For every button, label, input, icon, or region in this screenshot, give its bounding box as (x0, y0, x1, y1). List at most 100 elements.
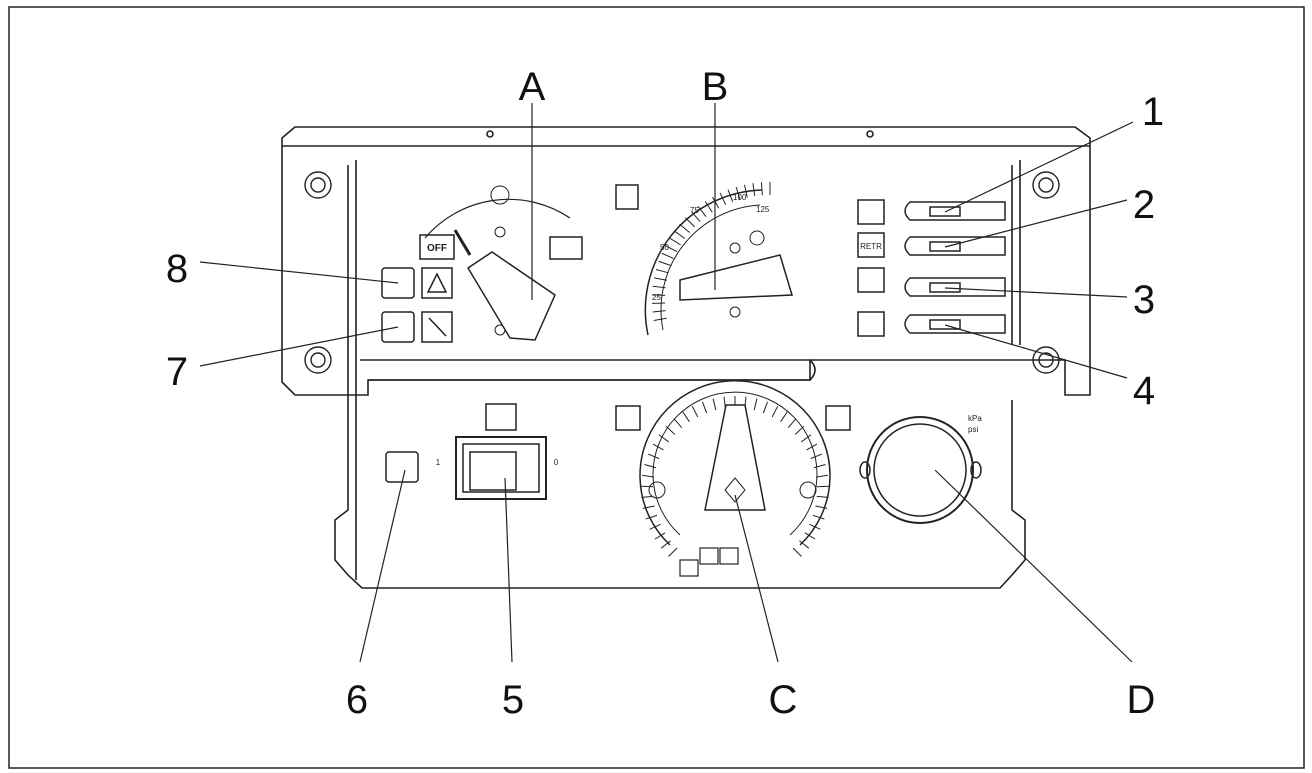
fuel-icon (857, 199, 885, 225)
dial-tick (679, 223, 690, 233)
dial-tick (652, 285, 666, 289)
retr-label: RETR (860, 242, 882, 251)
dial-tick (691, 211, 701, 222)
seat-heat-low-icon (615, 405, 641, 431)
dial-tick (806, 443, 818, 451)
dial-tick (652, 443, 664, 451)
dial-tick (752, 183, 756, 197)
dial-tick (743, 184, 748, 198)
dial-tick (804, 532, 816, 540)
dial-b: 25 50 75 100 125 (615, 182, 793, 336)
callout-b: B (702, 65, 729, 109)
dial-b-ticks (652, 182, 771, 321)
dial-tick (642, 474, 655, 478)
dial-tick (665, 425, 676, 435)
off-label: OFF (427, 243, 447, 254)
upper-panel (281, 126, 1091, 396)
callout-a: A (519, 65, 546, 109)
dial-tick (760, 182, 763, 196)
dial-tick (658, 260, 671, 266)
dial-tick (719, 192, 727, 206)
callout-5: 5 (502, 678, 524, 722)
dial-tick (669, 237, 681, 246)
callout-6: 6 (346, 678, 368, 722)
dial-b-scale-25: 25 (652, 293, 661, 302)
dial-tick (647, 453, 660, 460)
mode-icon-2 (699, 547, 719, 565)
dial-tick (810, 453, 823, 460)
wrench-icon (421, 311, 453, 343)
dial-tick (813, 464, 826, 469)
panel-screws (304, 171, 1060, 374)
dial-tick (641, 495, 654, 498)
rocker-left-label: 1 (436, 458, 441, 467)
slot-4 (904, 314, 1006, 334)
slot-3 (904, 277, 1006, 297)
dial-c-ticks (641, 396, 829, 557)
dial-tick (735, 186, 741, 200)
heater-icon (857, 267, 885, 293)
rocker-right-label: 0 (554, 458, 559, 467)
dial-tick (780, 411, 788, 423)
dial-tick (812, 514, 825, 520)
rotary-switch-a: OFF (419, 185, 583, 341)
dial-tick (787, 418, 797, 428)
dial-tick (654, 532, 666, 540)
dial-tick (644, 464, 657, 469)
callout-4: 4 (1133, 369, 1155, 413)
dial-tick (809, 523, 821, 530)
dial-tick (654, 277, 667, 281)
dial-tick (816, 495, 829, 498)
dial-tick (712, 196, 720, 209)
dial-tick (685, 217, 696, 228)
dial-tick (645, 514, 658, 520)
dial-tick (668, 547, 678, 557)
dial-b-scale-75: 75 (690, 206, 699, 215)
dial-tick (652, 310, 666, 313)
dial-tick (697, 206, 707, 218)
dial-tick (653, 317, 667, 321)
slot-1 (904, 201, 1006, 221)
seat-heat-high-icon (825, 405, 851, 431)
dial-tick (727, 189, 734, 203)
dial-tick (704, 201, 713, 213)
rocker-switch-5 (455, 403, 547, 500)
leader-lines (199, 103, 1134, 663)
mode-icon-3 (719, 547, 739, 565)
dial-b-scale-100: 100 (733, 193, 747, 202)
gauge-d (859, 416, 982, 524)
dial-tick (815, 505, 828, 509)
figure-frame (8, 6, 1305, 769)
callout-2: 2 (1133, 183, 1155, 227)
dial-tick (691, 406, 699, 418)
dial-tick (762, 401, 769, 414)
dial-b-scale-50: 50 (660, 243, 669, 252)
dial-tick (674, 230, 686, 239)
callout-3: 3 (1133, 278, 1155, 322)
warning-lamps (381, 267, 453, 343)
dial-c (615, 379, 851, 577)
gauge-unit-kpa: kPa (968, 414, 982, 423)
dial-tick (673, 418, 683, 428)
lamp-8 (381, 267, 415, 299)
hazard-icon (421, 267, 453, 299)
callout-labels: A B 1 2 3 4 8 7 6 5 C D (166, 65, 1164, 722)
lamp-6 (385, 451, 419, 483)
dial-tick (661, 252, 674, 259)
dial-tick (649, 523, 661, 530)
dial-tick (801, 434, 812, 443)
dial-b-scale-125: 125 (756, 205, 770, 214)
dial-tick (660, 540, 671, 549)
gauge-unit-psi: psi (968, 425, 978, 434)
dial-tick (771, 406, 779, 418)
dial-tick (655, 268, 669, 274)
lower-panel (334, 160, 1026, 589)
callout-d: D (1127, 678, 1156, 722)
position-icon (549, 236, 583, 260)
dial-tick (815, 474, 828, 478)
off-position-box (419, 234, 455, 260)
dial-tick (665, 245, 678, 252)
callout-8: 8 (166, 247, 188, 291)
auto-icon (485, 403, 517, 431)
